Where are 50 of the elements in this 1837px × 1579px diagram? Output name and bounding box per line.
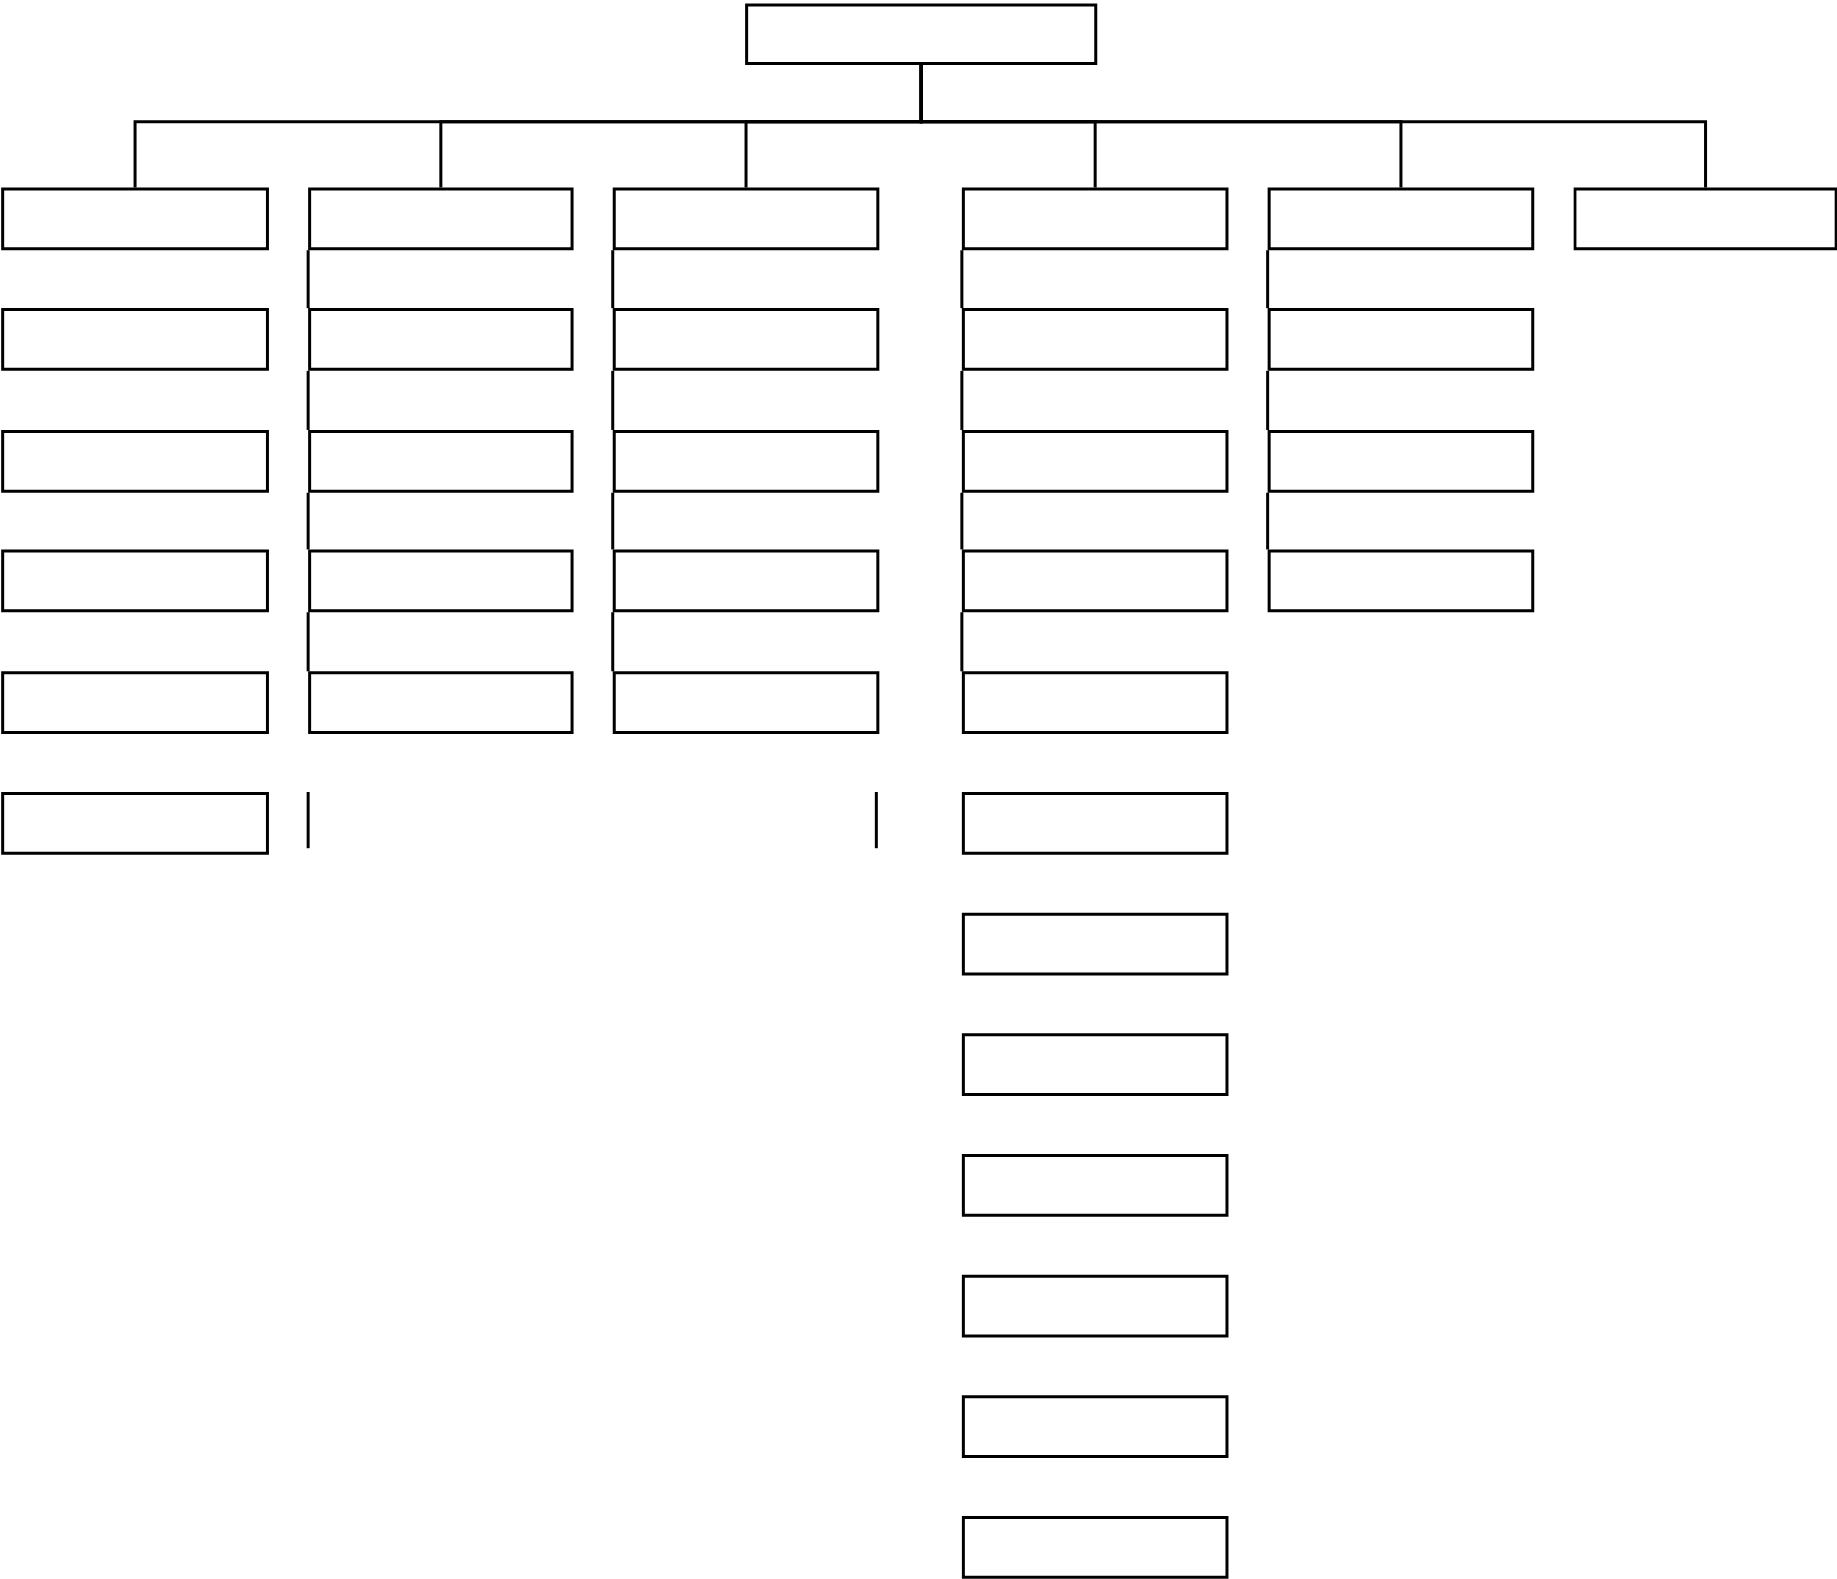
- org-box: [308, 187, 574, 251]
- connector-line: [960, 370, 964, 430]
- org-box: [308, 429, 574, 493]
- connector-line: [611, 492, 615, 550]
- connector-line: [960, 250, 964, 309]
- org-box: [961, 1395, 1229, 1459]
- connector-line: [611, 250, 615, 309]
- org-box: [308, 308, 574, 371]
- org-box: [308, 671, 574, 735]
- org-box: [1573, 187, 1837, 251]
- org-box: [1267, 308, 1535, 371]
- org-box: [961, 1033, 1229, 1097]
- org-box: [961, 549, 1229, 613]
- connector-line: [611, 370, 615, 430]
- org-box: [1, 187, 269, 251]
- connector-line: [1266, 492, 1270, 550]
- connector-line: [306, 612, 310, 672]
- org-box: [745, 3, 1098, 66]
- connector-line: [306, 250, 310, 309]
- org-box: [961, 1516, 1229, 1579]
- org-box: [1267, 549, 1535, 613]
- connector-line: [919, 65, 1708, 188]
- org-box: [1, 671, 269, 735]
- org-box: [1, 308, 269, 371]
- org-box: [1267, 429, 1535, 493]
- connector-line: [1266, 370, 1270, 430]
- org-box: [612, 671, 880, 735]
- org-box: [612, 308, 880, 371]
- org-box: [961, 429, 1229, 493]
- org-box: [961, 671, 1229, 735]
- org-box: [1, 429, 269, 493]
- org-box: [1, 792, 269, 855]
- org-box: [961, 308, 1229, 371]
- connector-line: [960, 492, 964, 550]
- connector-line: [1266, 250, 1270, 309]
- org-box: [612, 549, 880, 613]
- org-box: [1267, 187, 1535, 251]
- org-box: [308, 549, 574, 613]
- connector-line: [611, 612, 615, 672]
- org-box: [612, 187, 880, 251]
- connector-line: [306, 370, 310, 430]
- org-box: [961, 1274, 1229, 1338]
- org-box: [1, 549, 269, 613]
- org-box: [961, 1154, 1229, 1217]
- connector-line: [306, 492, 310, 550]
- org-box: [961, 187, 1229, 251]
- org-box: [612, 429, 880, 493]
- org-box: [961, 792, 1229, 855]
- connector-line: [960, 612, 964, 672]
- org-box: [961, 912, 1229, 976]
